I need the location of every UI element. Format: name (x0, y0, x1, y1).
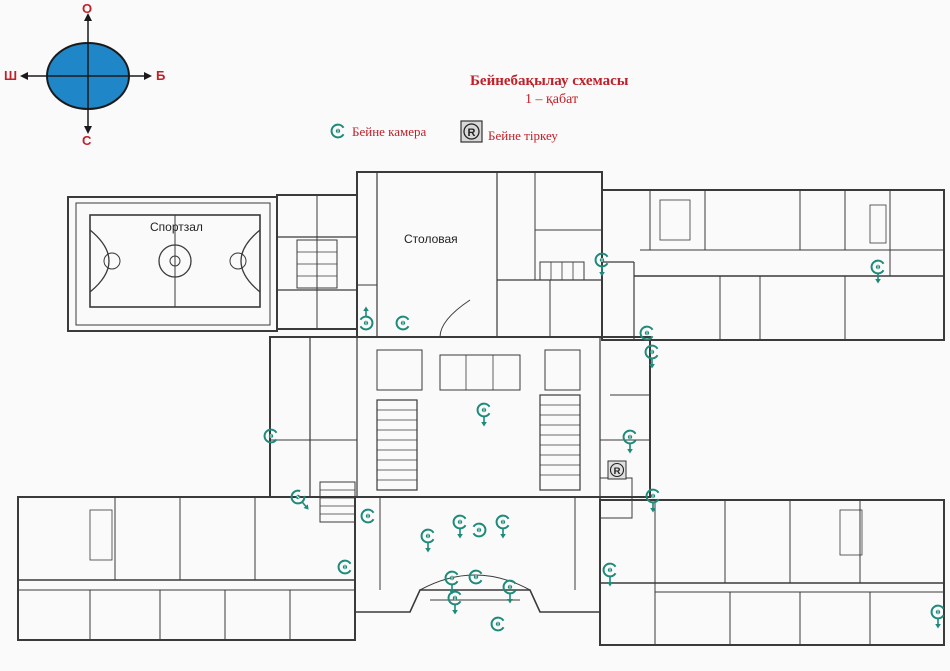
diagram-title: Бейнебақылау схемасы (470, 73, 629, 89)
legend-recorder-symbol: R (468, 127, 476, 139)
camera-marker (287, 487, 312, 513)
legend-camera-label: Бейне камера (352, 124, 427, 139)
compass-north-label: О (82, 1, 93, 16)
camera-marker (476, 402, 491, 428)
compass-west-label: Ш (4, 68, 18, 83)
diagram-subtitle: 1 – қабат (525, 92, 579, 107)
entrance-lobby (354, 496, 601, 613)
legend-camera-icon (330, 123, 345, 139)
north-east-wing (601, 189, 945, 341)
compass (20, 13, 152, 134)
camera-marker (622, 429, 637, 455)
camera-marker (337, 559, 352, 575)
camera-marker (472, 522, 487, 538)
west-stair (319, 481, 356, 523)
camera-marker (645, 488, 660, 514)
stair-hatching (320, 404, 580, 515)
camera-marker (359, 305, 374, 331)
camera-marker (870, 259, 885, 285)
recorder-marker-plan: R (607, 460, 627, 480)
camera-marker (495, 514, 510, 540)
compass-south-label: С (82, 133, 92, 148)
compass-east-label: Б (156, 68, 166, 83)
compass-arrow-south (84, 126, 92, 134)
camera-marker (930, 604, 945, 630)
compass-arrow-west (20, 72, 28, 80)
camera-marker (468, 569, 483, 585)
room-label-gym: Спортзал (150, 220, 203, 234)
legend-recorder-label: Бейне тіркеу (488, 128, 558, 143)
canteen-block (356, 171, 603, 338)
building-walls (17, 171, 945, 646)
west-wing (17, 496, 356, 641)
camera-marker (452, 514, 467, 540)
compass-arrow-east (144, 72, 152, 80)
central-stair-right (539, 394, 581, 491)
camera-marker (490, 616, 505, 632)
legend-recorder-icon: R (460, 120, 483, 143)
camera-markers (263, 252, 945, 632)
camera-marker (395, 315, 410, 331)
camera-marker (420, 528, 435, 554)
camera-marker (360, 508, 375, 524)
east-wing (599, 499, 945, 646)
recorder-marker-symbol: R (614, 466, 621, 477)
camera-marker (644, 344, 659, 370)
central-hall (269, 336, 651, 498)
room-label-canteen: Столовая (404, 232, 458, 246)
central-stair-left (376, 399, 418, 491)
compass-arrow-north (84, 13, 92, 21)
camera-marker (447, 590, 462, 616)
